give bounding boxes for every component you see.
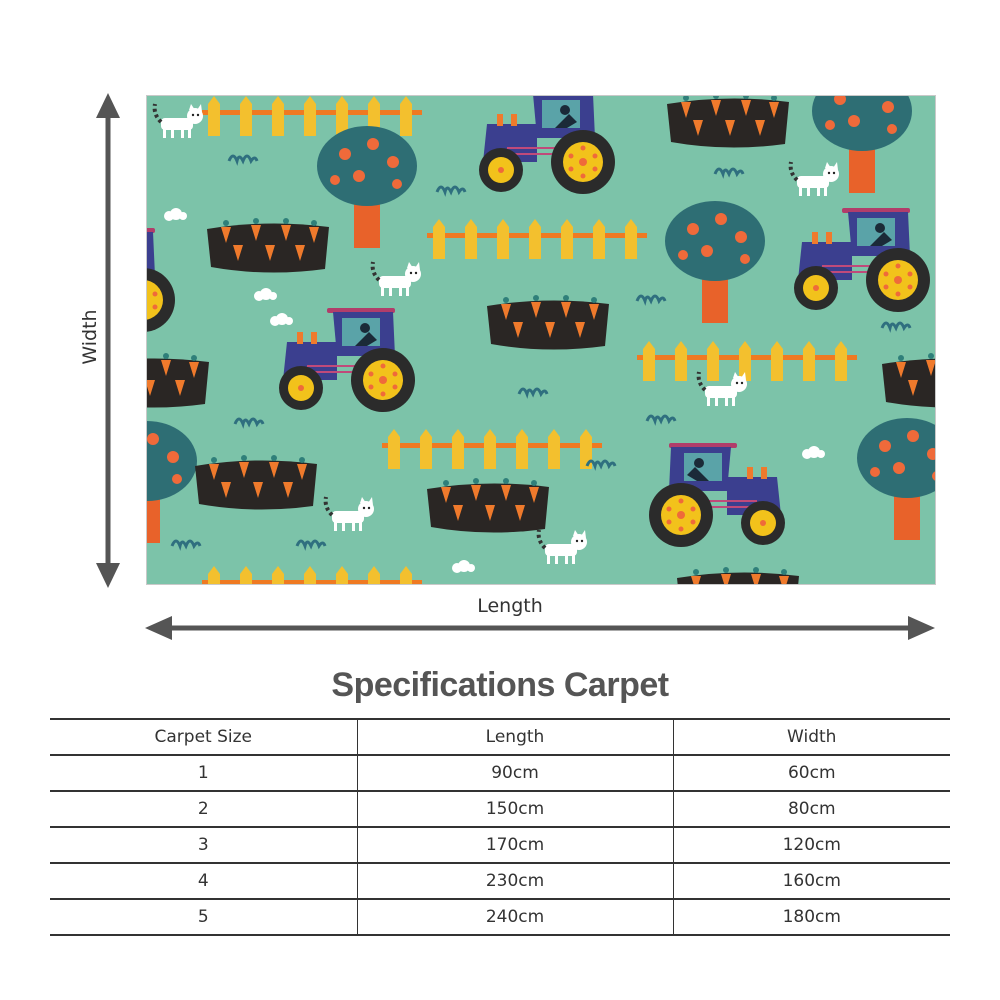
carrot-bed	[147, 353, 209, 408]
length-cell: 150cm	[356, 790, 673, 828]
table-row: 1 90cm 60cm	[50, 754, 950, 792]
size-cell: 3	[50, 826, 357, 864]
size-cell: 4	[50, 862, 357, 900]
header-width: Width	[672, 718, 950, 756]
width-cell: 60cm	[672, 754, 950, 792]
length-cell: 170cm	[356, 826, 673, 864]
table-row: 5 240cm 180cm	[50, 898, 950, 936]
specifications-table: Carpet Size Length Width 1 90cm 60cm 2 1…	[50, 718, 950, 936]
length-label: Length	[477, 595, 543, 617]
width-cell: 80cm	[672, 790, 950, 828]
table-header-row: Carpet Size Length Width	[50, 718, 950, 756]
dimension-arrows	[96, 93, 935, 640]
width-label: Width	[79, 309, 101, 365]
carrot-bed	[667, 96, 789, 148]
size-cell: 1	[50, 754, 357, 792]
length-cell: 230cm	[356, 862, 673, 900]
size-cell: 5	[50, 898, 357, 936]
header-carpet-size: Carpet Size	[50, 718, 357, 756]
size-cell: 2	[50, 790, 357, 828]
table-row: 4 230cm 160cm	[50, 862, 950, 900]
table-row: 3 170cm 120cm	[50, 826, 950, 864]
width-cell: 120cm	[672, 826, 950, 864]
carpet-image	[146, 95, 936, 585]
table-row: 2 150cm 80cm	[50, 790, 950, 828]
carpet-pattern	[147, 96, 935, 584]
width-cell: 160cm	[672, 862, 950, 900]
header-length: Length	[356, 718, 673, 756]
length-arrow	[145, 616, 935, 640]
width-arrow	[96, 93, 120, 588]
width-cell: 180cm	[672, 898, 950, 936]
length-cell: 90cm	[356, 754, 673, 792]
length-cell: 240cm	[356, 898, 673, 936]
specifications-title: Specifications Carpet	[331, 666, 669, 704]
